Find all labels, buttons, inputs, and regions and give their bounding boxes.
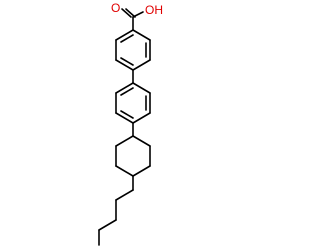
cyclohexane-bond: [115, 135, 134, 147]
cyclohexane-bond: [132, 165, 151, 177]
pentyl-chain: [98, 175, 134, 246]
bond-c-oh: [132, 11, 144, 18]
ring2-bond: [132, 112, 151, 124]
ring2-double-bond: [120, 87, 134, 96]
ring1-double-bond: [120, 34, 134, 43]
cyclohexane-bond: [132, 135, 151, 147]
hydroxyl-label: OH: [145, 3, 163, 17]
ring1-bond: [115, 29, 134, 41]
pentyl-bond: [115, 189, 134, 201]
carboxylic-acid-group: O OH: [111, 1, 163, 31]
ring1-double-bond: [120, 57, 134, 66]
bond-c-o-double-2: [125, 8, 136, 18]
structure-canvas: O OH: [98, 1, 163, 246]
ring2-bond: [115, 82, 134, 94]
ring1-bond: [132, 29, 151, 41]
cyclohexane-ring: [115, 135, 151, 177]
upper-benzene-ring: [115, 29, 151, 71]
ring2-bond: [115, 112, 134, 124]
lower-benzene-ring: [115, 82, 151, 124]
structural-formula: O OH: [98, 1, 163, 246]
ring2-bond: [132, 82, 151, 94]
carbonyl-oxygen-label: O: [111, 1, 120, 15]
ring1-bond: [115, 59, 134, 71]
ring1-bond: [132, 59, 151, 71]
bond-c-o-double-1: [121, 8, 132, 18]
ring2-double-bond: [120, 110, 134, 119]
pentyl-bond: [98, 219, 117, 231]
cyclohexane-bond: [115, 165, 134, 177]
